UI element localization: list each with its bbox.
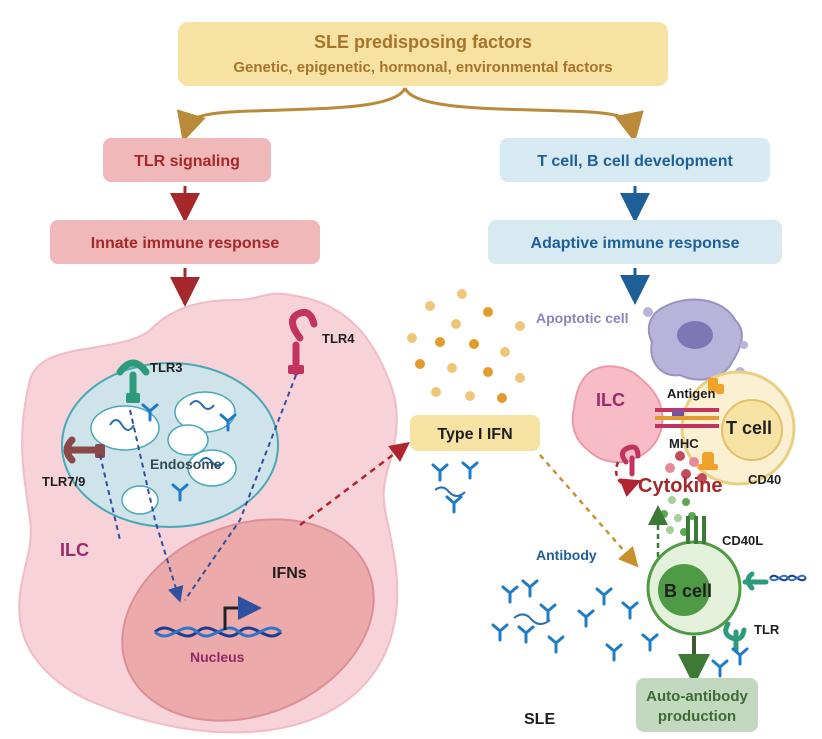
nucleus-shape <box>121 518 375 722</box>
tlr4-label: TLR4 <box>322 331 355 346</box>
apoptotic-cell-label: Apoptotic cell <box>536 310 629 326</box>
tlr4-receptor-icon <box>288 308 318 376</box>
nucleus-label: Nucleus <box>190 649 245 665</box>
t-cell-label: T cell <box>726 418 772 438</box>
tlr79-label: TLR7/9 <box>42 474 85 489</box>
endosome <box>61 362 279 528</box>
auto-antibody-box: Auto-antibody production <box>636 678 758 732</box>
cd40-label: CD40 <box>748 472 781 487</box>
adaptive-response-label: Adaptive immune response <box>531 235 740 252</box>
b-cell-tlr-icon <box>723 621 747 653</box>
apoptotic-cell-icon <box>643 298 748 381</box>
dna-fragment-icon <box>769 574 807 582</box>
tlr3-receptor-icon <box>116 359 150 403</box>
signal-line-tlr4 <box>184 374 297 601</box>
cd40-receptor-icon <box>698 452 718 470</box>
transcription-arrow-icon <box>223 596 262 630</box>
tcr-receptor-icon <box>708 378 724 394</box>
antibody-label: Antibody <box>536 547 597 563</box>
branch-arrow-left <box>176 87 407 143</box>
cytokine-dots <box>665 451 707 483</box>
ilc-cell-label: ILC <box>60 540 89 560</box>
b-cell-shape <box>646 540 742 636</box>
antibody-cluster-icon <box>491 579 749 678</box>
innate-response-box: Innate immune response <box>50 220 320 264</box>
ilc-small-shape <box>571 365 664 464</box>
cytokine-label: Cytokine <box>638 475 722 497</box>
ifn-particles <box>407 289 525 403</box>
cd40l-receptor-icon <box>686 516 706 544</box>
ifn-to-bcell-arrow <box>539 454 639 568</box>
tb-development-label: T cell, B cell development <box>537 153 733 170</box>
ilc-small-label: ILC <box>596 390 625 410</box>
tb-development-box: T cell, B cell development <box>500 138 770 182</box>
b-cell-secretion-dots <box>660 496 696 536</box>
mhc-antigen-bridge <box>655 408 719 428</box>
immune-complex-icon <box>431 461 479 514</box>
cytokine-arrow <box>615 461 642 497</box>
sle-label: SLE <box>524 711 555 728</box>
tlr3-label: TLR3 <box>150 360 183 375</box>
tlr79-receptor-icon <box>63 436 105 464</box>
branch-arrow-right <box>403 87 644 143</box>
ilc-tlr-icon <box>620 444 641 477</box>
b-cell-receptor-icon <box>742 571 769 591</box>
type1-ifn-label: Type I IFN <box>437 426 512 443</box>
tlr-signaling-box: TLR signaling <box>103 138 271 182</box>
cd40l-label: CD40L <box>722 533 763 548</box>
auto-antibody-line2: production <box>658 708 736 725</box>
innate-response-label: Innate immune response <box>91 235 280 252</box>
b-cell-tlr-label: TLR <box>754 622 780 637</box>
header-subtitle: Genetic, epigenetic, hormonal, environme… <box>233 59 612 76</box>
b-cell-label: B cell <box>664 581 712 601</box>
header-title: SLE predisposing factors <box>314 32 532 52</box>
endosome-label: Endosome <box>150 456 222 472</box>
type1-ifn-box: Type I IFN <box>410 415 540 451</box>
dna-helix-icon <box>153 626 283 638</box>
antigen-label: Antigen <box>667 386 715 401</box>
header-box: SLE predisposing factors Genetic, epigen… <box>178 22 668 86</box>
signal-line-tlr79 <box>99 454 121 541</box>
ifns-label: IFNs <box>272 565 307 582</box>
auto-antibody-line1: Auto-antibody <box>646 688 748 705</box>
adaptive-response-box: Adaptive immune response <box>488 220 782 264</box>
tlr-signaling-label: TLR signaling <box>134 153 240 170</box>
mhc-label: MHC <box>669 436 699 451</box>
signal-line-tlr3 <box>129 409 184 603</box>
